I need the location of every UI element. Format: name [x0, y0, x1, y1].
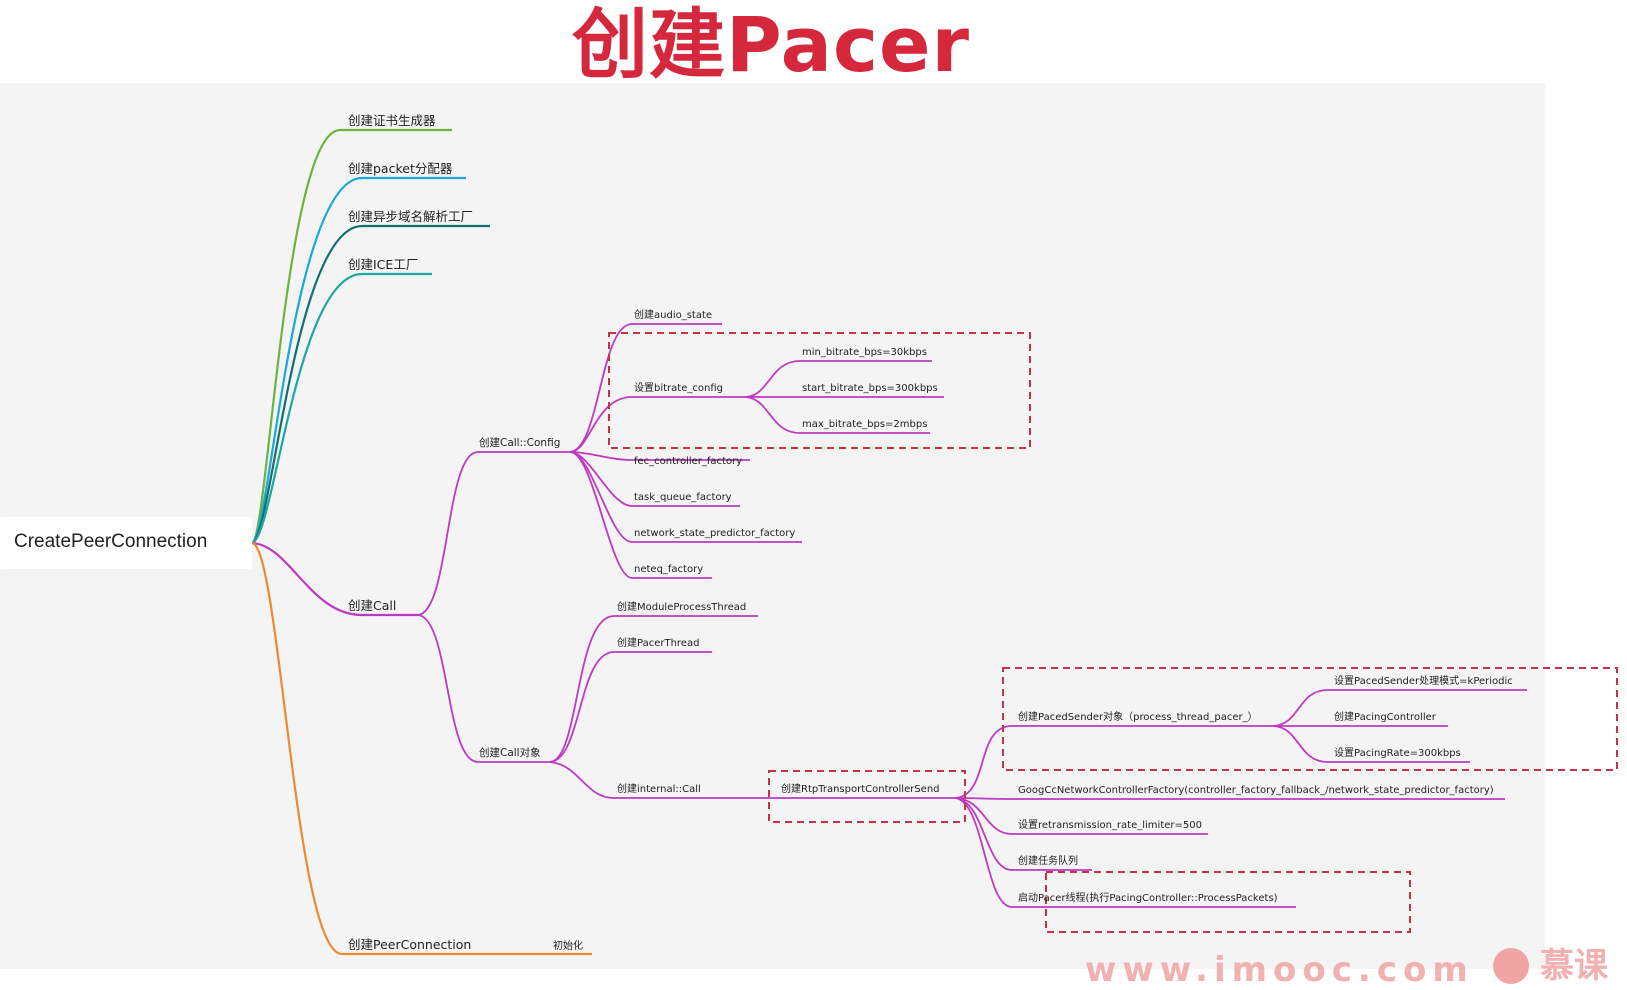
node-dns: 创建异步域名解析工厂: [348, 209, 473, 224]
node-call-config: 创建Call::Config: [479, 436, 560, 449]
branch-internal-call: [549, 761, 764, 799]
branch-cert: [250, 128, 452, 545]
branch-module-thread: [549, 615, 758, 763]
node-call: 创建Call: [348, 598, 396, 613]
branch-create-queue: [955, 797, 1092, 871]
node-internal-call: 创建internal::Call: [617, 782, 701, 795]
node-start-pacer: 启动Pacer线程(执行PacingController::ProcessPac…: [1018, 891, 1278, 904]
branch-call-obj: [417, 614, 550, 763]
node-pacing-controller: 创建PacingController: [1334, 710, 1437, 723]
node-neteq: neteq_factory: [634, 564, 703, 575]
node-fec: fec_controller_factory: [634, 456, 742, 467]
mindmap-diagram: 创建证书生成器 创建packet分配器 创建异步域名解析工厂 创建ICE工厂 创…: [250, 113, 1618, 956]
node-pc-init: 初始化: [553, 939, 583, 952]
node-task-queue: task_queue_factory: [634, 492, 732, 503]
branch-neteq: [569, 451, 712, 579]
root-node-box: [0, 517, 252, 569]
node-cert: 创建证书生成器: [348, 113, 436, 128]
page-title: 创建Pacer: [0, 2, 1627, 88]
root-node-label: CreatePeerConnection: [14, 531, 208, 552]
node-ice: 创建ICE工厂: [348, 257, 418, 272]
branch-pacing-rate: [1273, 725, 1470, 763]
node-retrans: 设置retransmission_rate_limiter=500: [1018, 819, 1202, 831]
node-paced-sender: 创建PacedSender对象（process_thread_pacer_）: [1018, 710, 1258, 723]
node-start-bitrate: start_bitrate_bps=300kbps: [802, 383, 938, 394]
node-audio-state: 创建audio_state: [634, 308, 712, 321]
branch-retrans: [955, 797, 1208, 835]
node-packet: 创建packet分配器: [348, 161, 453, 176]
node-max-bitrate: max_bitrate_bps=2mbps: [802, 419, 927, 430]
branch-call: [251, 541, 418, 617]
node-network-state: network_state_predictor_factory: [634, 528, 795, 539]
branch-start-pacer: [955, 797, 1296, 908]
branch-pacer-thread: [549, 651, 712, 763]
call-branches: [417, 323, 1527, 908]
branch-packet: [251, 176, 466, 545]
branch-call-config: [417, 451, 570, 616]
branch-dns: [251, 224, 490, 545]
highlight-start-pacer-box: [1045, 871, 1411, 933]
branch-bitrate-config: [569, 396, 746, 453]
branch-mode: [1273, 689, 1527, 727]
node-call-obj: 创建Call对象: [479, 746, 541, 759]
watermark-url: www.imooc.com: [1085, 950, 1474, 990]
level1-branches: [250, 128, 592, 956]
highlight-boxes: [608, 332, 1618, 933]
node-pc: 创建PeerConnection: [348, 937, 471, 952]
branch-fec: [569, 451, 750, 461]
node-min-bitrate: min_bitrate_bps=30kbps: [802, 347, 927, 358]
highlight-bitrate-box: [608, 332, 1031, 449]
watermark-brand: 慕课: [1540, 946, 1608, 986]
branch-min-bitrate: [745, 360, 932, 398]
node-rtp: 创建RtpTransportControllerSend: [781, 782, 940, 795]
node-mode: 设置PacedSender处理模式=kPeriodic: [1334, 674, 1513, 687]
page-title-text: 创建Pacer: [572, 0, 971, 89]
node-bitrate-config: 设置bitrate_config: [634, 382, 723, 394]
branch-ice: [251, 272, 432, 545]
highlight-rtp-box: [768, 770, 966, 823]
branch-pc: [251, 541, 592, 956]
node-create-queue: 创建任务队列: [1018, 854, 1078, 867]
node-pacing-rate: 设置PacingRate=300kbps: [1334, 747, 1461, 759]
branch-paced-sender: [955, 725, 1274, 799]
branch-max-bitrate: [745, 396, 930, 434]
node-pacer-thread: 创建PacerThread: [617, 636, 699, 649]
branch-goog-cc: [955, 797, 1505, 800]
highlight-pacedsender-box: [1002, 667, 1618, 771]
watermark-logo-icon: [1493, 948, 1529, 984]
branch-audio-state: [569, 323, 722, 453]
node-module-thread: 创建ModuleProcessThread: [617, 600, 746, 613]
node-goog-cc: GoogCcNetworkControllerFactory(controlle…: [1018, 785, 1494, 796]
